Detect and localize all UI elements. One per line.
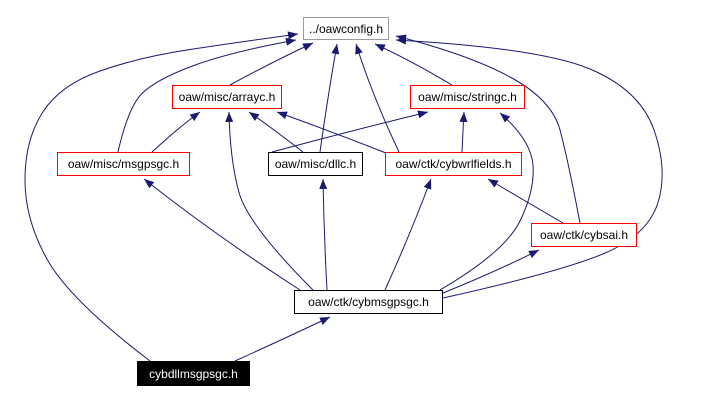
graph-node-str[interactable]: oaw/misc/stringc.h bbox=[410, 85, 525, 109]
edge-root-to-cmb bbox=[234, 316, 331, 362]
edge-str-to-cfg bbox=[374, 43, 453, 86]
edge-wrl-to-arr bbox=[276, 111, 387, 154]
edge-cmb-to-dll bbox=[319, 178, 328, 291]
graph-node-root: cybdllmsgpsgc.h bbox=[137, 361, 250, 386]
edge-cmb-to-arr bbox=[225, 111, 314, 291]
edge-cmb-to-cfg bbox=[395, 36, 663, 299]
edge-root-to-cfg bbox=[24, 31, 299, 362]
edge-dll-to-arr bbox=[248, 111, 304, 153]
edge-cmb-to-wrl bbox=[384, 178, 432, 291]
graph-node-cmb[interactable]: oaw/ctk/cybmsgpsgc.h bbox=[294, 290, 443, 314]
edges-group bbox=[24, 31, 663, 362]
edge-wrl-to-cfg bbox=[355, 43, 400, 153]
graph-node-sai[interactable]: oaw/ctk/cybsai.h bbox=[531, 223, 637, 247]
graph-node-msg[interactable]: oaw/misc/msgpsgc.h bbox=[57, 152, 190, 176]
edge-sai-to-wrl bbox=[487, 178, 564, 224]
graph-node-dll[interactable]: oaw/misc/dllc.h bbox=[268, 152, 363, 176]
graph-node-arr[interactable]: oaw/misc/arrayc.h bbox=[172, 85, 282, 109]
edge-cmb-to-msg bbox=[143, 178, 301, 291]
edge-wrl-to-str bbox=[459, 111, 468, 153]
edge-cmb-to-sai bbox=[442, 249, 540, 294]
graph-node-cfg[interactable]: ../oawconfig.h bbox=[303, 17, 389, 40]
edge-dll-to-cfg bbox=[319, 43, 340, 153]
edge-cmb-to-str bbox=[439, 112, 534, 291]
edge-arr-to-cfg bbox=[229, 42, 314, 86]
graph-node-wrl[interactable]: oaw/ctk/cybwrlfields.h bbox=[385, 152, 522, 176]
edge-dll-to-str bbox=[271, 110, 429, 153]
edge-msg-to-arr bbox=[151, 111, 201, 153]
edge-msg-to-cfg bbox=[117, 37, 297, 153]
edge-sai-to-cfg bbox=[395, 34, 581, 224]
